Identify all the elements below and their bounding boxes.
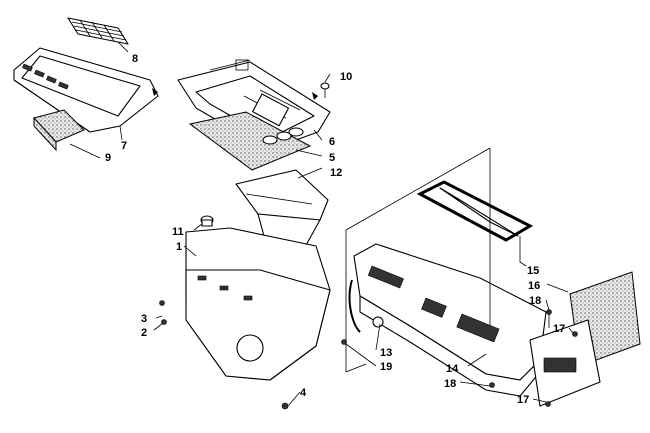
callout-19: 19 [380,361,392,373]
fastener-4 [281,402,289,410]
callout-17-bottom: 17 [517,394,529,406]
part-13-hose [348,279,384,333]
fastener-19 [341,339,347,345]
callout-15: 15 [527,265,539,277]
fastener-18b [489,382,495,388]
callout-6: 6 [329,136,335,148]
part-9-foam-filter [33,109,85,152]
callout-17-top: 17 [553,323,565,335]
part-11-cap [200,215,214,227]
callout-18-top: 18 [529,295,541,307]
part-8-grille [67,17,129,45]
callout-14: 14 [446,363,459,375]
fastener-3 [159,300,165,306]
assembly-lines [345,147,491,373]
fastener-18a [546,309,552,328]
callout-2: 2 [141,327,147,339]
callout-18-bottom: 18 [444,378,456,390]
side-bracket [529,319,601,407]
callout-10: 10 [340,71,352,83]
callout-1: 1 [176,241,182,253]
callout-12: 12 [330,167,342,179]
callout-4: 4 [300,387,307,399]
callout-8: 8 [132,53,138,65]
part-1-airbox [185,227,331,381]
part-6-tray [177,59,331,151]
fastener-17b [545,401,551,407]
callout-9: 9 [105,152,111,164]
part-14-console [353,243,547,397]
callout-3: 3 [141,313,147,325]
callout-labels: 8 10 7 6 9 5 12 11 1 15 16 18 3 2 17 13 … [105,53,565,406]
callout-7: 7 [121,140,127,152]
part-15-gasket [416,180,534,242]
part-10-screw [320,82,330,98]
callout-13: 13 [380,347,392,359]
part-7-intake-cover [13,47,159,133]
fastener-17a [572,331,578,337]
part-5-foam-pad [188,111,312,171]
callout-11: 11 [172,226,184,238]
callout-16: 16 [528,280,540,292]
leader-lines [69,41,574,407]
part-12-lid [235,169,329,257]
callout-5: 5 [329,152,335,164]
